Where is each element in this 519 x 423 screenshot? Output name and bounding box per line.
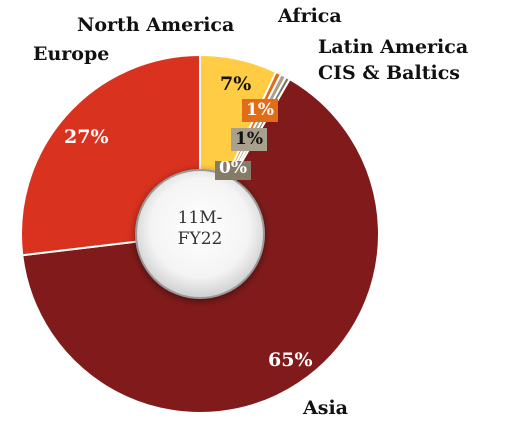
label-latin-america: Latin America <box>318 36 469 58</box>
label-africa: Africa <box>278 5 342 27</box>
pct-north-america: 7% <box>220 73 252 95</box>
label-europe: Europe <box>33 43 110 65</box>
pct-africa: 1% <box>242 99 278 122</box>
pct-asia: 65% <box>268 349 313 371</box>
pct-europe: 27% <box>64 126 109 148</box>
label-asia: Asia <box>303 397 348 419</box>
center-label: 11M- FY22 <box>177 208 223 250</box>
donut-hole <box>135 169 265 299</box>
pct-latin-america: 1% <box>231 128 267 151</box>
label-cis-baltics: CIS & Baltics <box>318 62 460 84</box>
pct-cis-baltics: 0% <box>215 161 251 180</box>
label-north-america: North America <box>77 14 235 36</box>
